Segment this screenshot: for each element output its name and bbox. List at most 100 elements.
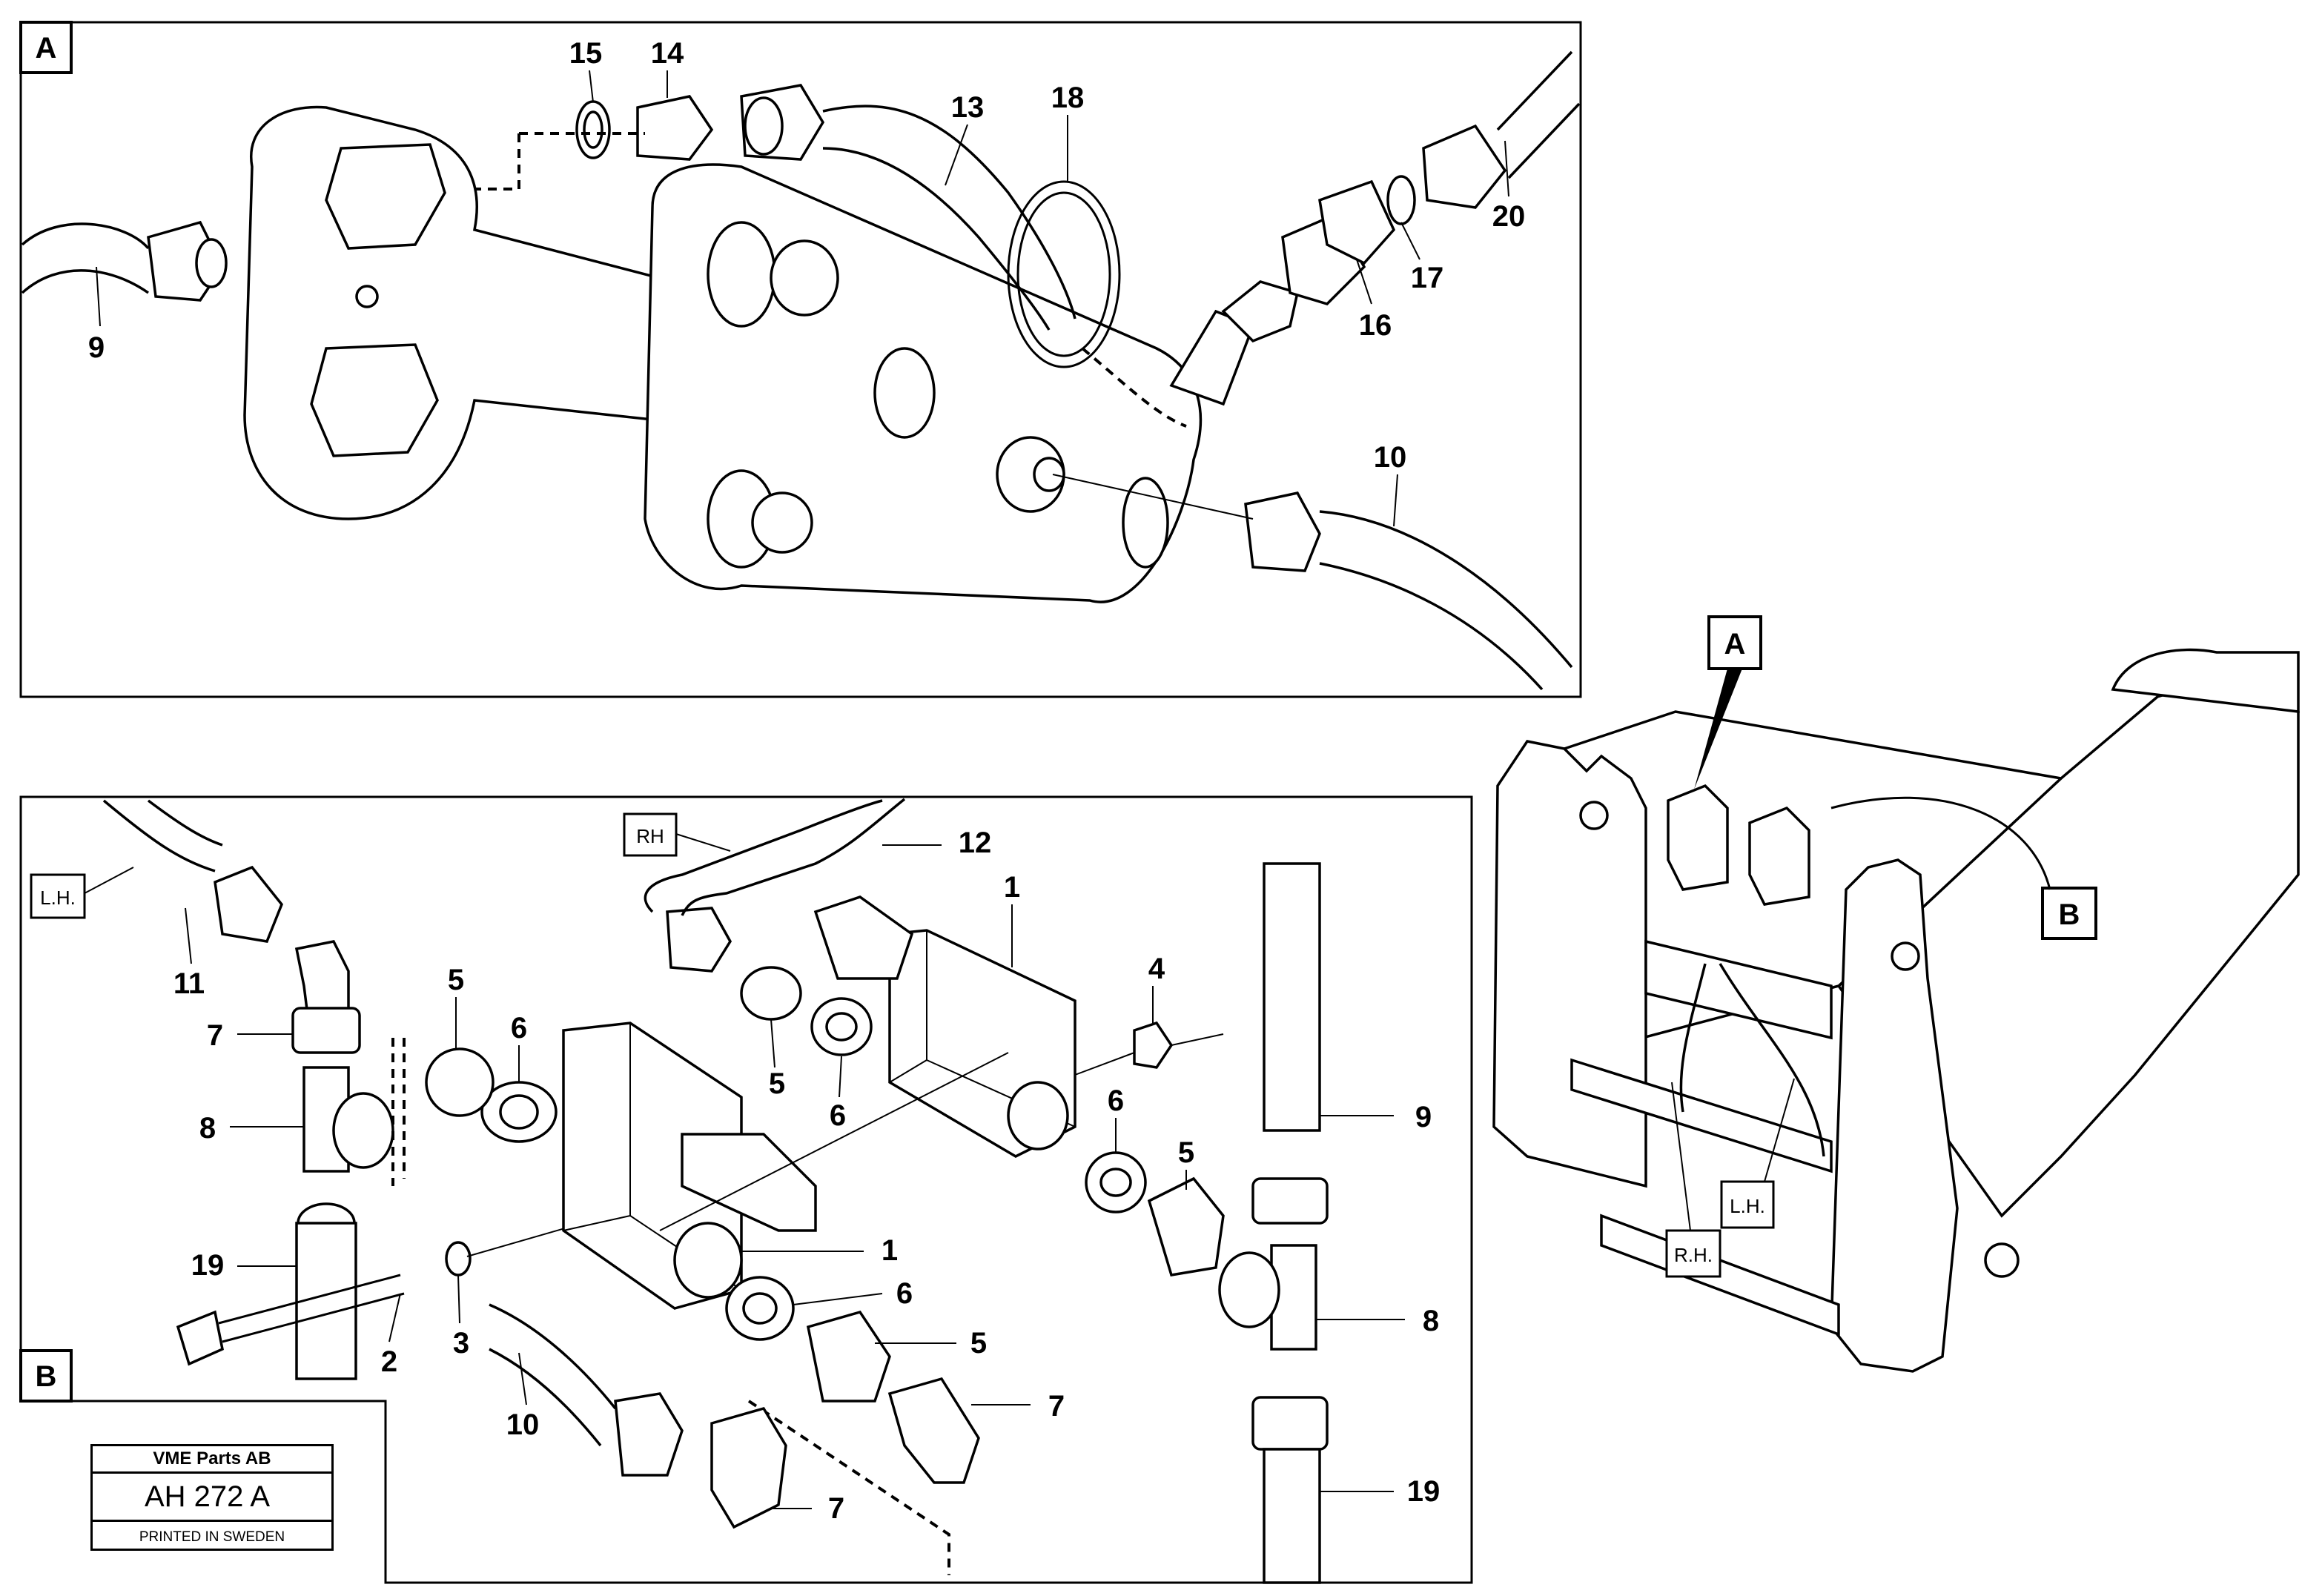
- overview-lh-label: L.H.: [1730, 1195, 1765, 1217]
- hose-13-top: [822, 105, 1076, 319]
- detail-a-view: A: [19, 21, 1582, 698]
- callout-19-left: 19: [191, 1249, 225, 1282]
- nipple-b-right: [813, 895, 914, 980]
- hose-19-right: [1263, 1448, 1321, 1584]
- detail-b-callouts: 12 1 11 7 5 6 4 8 9 5 6 6 5 1 19 6 8 5: [173, 827, 1440, 1525]
- elbow-7-b-left: [710, 1406, 787, 1529]
- leader-6-lower: [793, 1293, 883, 1305]
- callout-2: 2: [381, 1345, 397, 1378]
- seal-ring-15-inner: [583, 110, 603, 149]
- leader-17: [1400, 222, 1420, 260]
- adapter-5-b2: [740, 966, 802, 1021]
- leader-6-mid: [839, 1056, 842, 1098]
- leader-10-a: [1393, 474, 1398, 527]
- hose-9-a-bottom: [21, 269, 150, 294]
- callout-5-lower: 5: [970, 1327, 987, 1360]
- adapter-5-b4: [806, 1310, 891, 1403]
- nut-4: [1133, 1021, 1174, 1069]
- overview-valve-left: [1667, 784, 1729, 891]
- cross-tube: [1644, 939, 1833, 1040]
- overview-a-pointer: [1694, 669, 1742, 789]
- hose-10-b-bottom: [489, 1348, 602, 1447]
- hose-10-a-top: [1319, 510, 1573, 669]
- port-b-right: [1007, 1081, 1069, 1150]
- callout-7-left: 7: [207, 1019, 223, 1052]
- boom-arm-right: [1836, 666, 2300, 1218]
- nipple-port: [1033, 457, 1065, 492]
- port-front-end: [1122, 477, 1169, 569]
- callout-4: 4: [1148, 953, 1165, 985]
- hex-plug-upper: [325, 143, 446, 250]
- right-side-plate: [1830, 858, 1959, 1373]
- leader-9-a: [96, 266, 101, 327]
- nipple-b-left: [681, 1133, 817, 1232]
- hose-9-b: [1263, 862, 1321, 1132]
- hose-12-nut: [666, 907, 732, 973]
- pivot-pin-upper: [1891, 941, 1920, 971]
- overview-b-pointer: [1830, 796, 2051, 890]
- washer-3: [445, 1241, 472, 1277]
- lh-arrow-b: [84, 867, 134, 894]
- detail-b-label: B: [36, 1360, 57, 1393]
- tee-8-right-port: [1218, 1251, 1280, 1328]
- callout-6-mid: 6: [830, 1099, 846, 1132]
- hose-19-right-nut: [1251, 1396, 1329, 1451]
- overview-lh-box: [1720, 1180, 1775, 1229]
- callout-9-a: 9: [88, 331, 105, 364]
- washer-6-b3-hole: [1099, 1168, 1132, 1197]
- stamp-code: AH 272 A: [93, 1471, 331, 1522]
- washer-6-b4-hole: [742, 1292, 778, 1325]
- assembly-line-4: [1074, 1033, 1224, 1076]
- callout-17: 17: [1411, 262, 1444, 294]
- port-b-left: [673, 1222, 743, 1299]
- leader-5-mid: [770, 1019, 775, 1068]
- hose-11-nut: [214, 865, 284, 943]
- callout-5-right: 5: [1178, 1136, 1194, 1169]
- elbow-7-b-right: [887, 1377, 980, 1484]
- nipple-14: [636, 95, 714, 161]
- nipple-16: [1318, 179, 1396, 265]
- overview-b-box: [2041, 887, 2097, 940]
- leader-2: [388, 1293, 401, 1342]
- overview-hose-lh: [1719, 963, 1825, 1157]
- overview-a-label: A: [1724, 628, 1746, 660]
- rh-label-b: RH: [636, 825, 664, 847]
- callout-18: 18: [1051, 82, 1085, 114]
- mount-hole-front: [873, 347, 936, 439]
- hose-9-a-nut-bore: [195, 238, 228, 288]
- hose-13-bottom: [822, 147, 1051, 331]
- assembly-line-b-lower: [747, 1400, 950, 1575]
- detail-a-frame: [19, 21, 1582, 698]
- callout-14: 14: [651, 37, 684, 70]
- detail-b-view: B L.H. RH: [19, 795, 1473, 1584]
- callout-9-b: 9: [1415, 1101, 1432, 1133]
- hose-10-a-nut: [1244, 491, 1321, 572]
- leader-16: [1356, 259, 1372, 305]
- assembly-line-a-bend: [474, 133, 520, 191]
- hose-9-a-top: [21, 222, 150, 250]
- left-side-plate: [1492, 740, 1647, 1188]
- callout-20: 20: [1492, 200, 1526, 233]
- leader-15: [589, 70, 594, 103]
- washer-6-b1-hole: [499, 1094, 539, 1130]
- hose-11-top: [102, 799, 216, 872]
- assembly-line-10-a: [1052, 474, 1254, 520]
- lh-box-b: [30, 873, 86, 919]
- leader-11: [185, 907, 192, 964]
- detail-a-label: A: [36, 32, 57, 64]
- lh-label-b: L.H.: [40, 887, 76, 909]
- callout-5-left: 5: [448, 964, 464, 996]
- callout-7-right: 7: [1048, 1390, 1065, 1423]
- callout-3: 3: [453, 1327, 469, 1360]
- detail-a-callouts: 15 14 13 18 20 17 16 9 10: [88, 37, 1526, 527]
- parts-stamp: VME Parts AB AH 272 A PRINTED IN SWEDEN: [90, 1444, 334, 1551]
- hose-20-top: [1496, 50, 1573, 131]
- hose-16-nut: [1221, 280, 1300, 343]
- hose-9-b-nut: [1251, 1177, 1329, 1225]
- callout-8-right: 8: [1423, 1305, 1439, 1337]
- overview-valve-right: [1748, 806, 1810, 906]
- detail-a-label-box: [19, 21, 73, 74]
- bolt-head-2: [176, 1310, 224, 1366]
- overview-b-label: B: [2059, 898, 2080, 931]
